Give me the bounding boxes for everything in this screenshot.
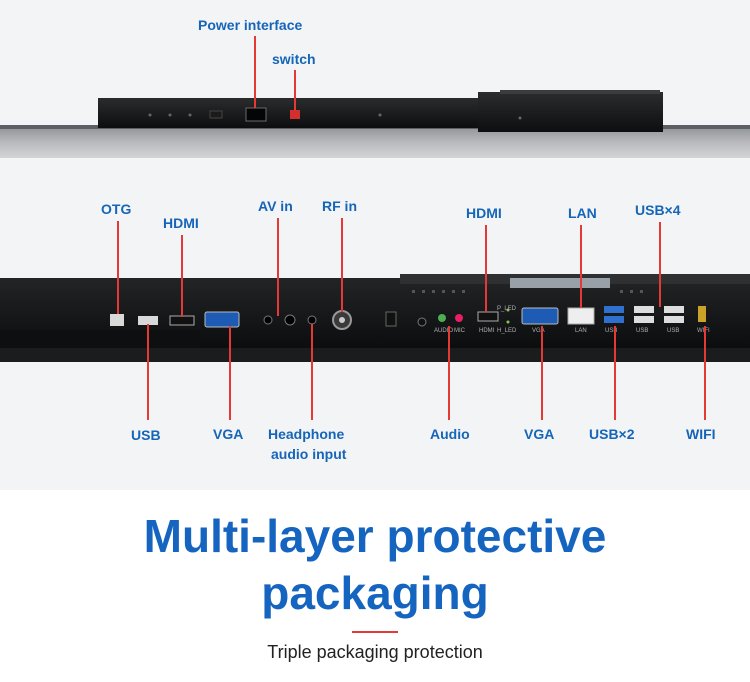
- label-av-in: AV in: [258, 198, 293, 214]
- silk-audio: AUDIO: [434, 328, 453, 334]
- label-usb-x2: USB×2: [589, 426, 635, 442]
- silk-mic: MIC: [454, 328, 466, 334]
- label-hdmi-right: HDMI: [466, 205, 502, 221]
- silk-wifi: WIFI: [697, 328, 710, 334]
- callout-usb-x4: [659, 222, 661, 307]
- silk-h-led: H_LED: [497, 328, 517, 334]
- callout-audio: [448, 326, 450, 420]
- device-rear-panel-photo: AUDIO MIC HDMI P_LED H_LED VGA LAN USB U…: [0, 274, 750, 362]
- callout-switch: [294, 70, 296, 110]
- callout-hdmi-left: [181, 235, 183, 317]
- callout-headphone: [311, 324, 313, 420]
- callout-power-interface: [254, 36, 256, 108]
- label-rf-in: RF in: [322, 198, 357, 214]
- headline-line-1: Multi-layer protective: [143, 510, 607, 562]
- label-vga-right: VGA: [524, 426, 555, 442]
- subline: Triple packaging protection: [267, 642, 483, 662]
- label-hdmi-left: HDMI: [163, 215, 199, 231]
- label-headphone-line1: Headphone: [268, 426, 345, 442]
- headline-line-2: packaging: [261, 567, 489, 619]
- silk-usb-2: USB: [636, 328, 648, 334]
- callout-usb: [147, 324, 149, 420]
- silk-lan: LAN: [575, 328, 587, 334]
- silk-usb-3: USB: [667, 328, 679, 334]
- callout-rf-in: [341, 218, 343, 312]
- callout-vga-left: [229, 326, 231, 420]
- callout-vga-right: [541, 326, 543, 420]
- callout-usb-x2: [614, 326, 616, 420]
- label-power-interface: Power interface: [198, 17, 303, 33]
- callout-wifi: [704, 326, 706, 420]
- label-otg: OTG: [101, 201, 132, 217]
- callout-hdmi-right: [485, 225, 487, 312]
- label-usb-x4: USB×4: [635, 202, 681, 218]
- device-top-edge-photo: [0, 90, 750, 158]
- silk-usb-1: USB: [605, 328, 617, 334]
- silk-hdmi: HDMI: [479, 328, 495, 334]
- label-switch: switch: [272, 51, 316, 67]
- label-audio: Audio: [430, 426, 470, 442]
- label-vga-left: VGA: [213, 426, 244, 442]
- label-headphone-line2: audio input: [271, 446, 347, 462]
- packaging-section: Multi-layer protective packaging Triple …: [0, 490, 750, 682]
- label-wifi: WIFI: [686, 426, 716, 442]
- headline: Multi-layer protective packaging: [0, 508, 750, 622]
- callout-av-in: [277, 218, 279, 316]
- silk-vga: VGA: [532, 328, 545, 334]
- product-photo-area: AUDIO MIC HDMI P_LED H_LED VGA LAN USB U…: [0, 0, 750, 490]
- callout-lan: [580, 225, 582, 308]
- silk-p-led: P_LED: [497, 306, 517, 312]
- divider: [352, 631, 398, 633]
- label-usb: USB: [131, 427, 161, 443]
- callout-otg: [117, 221, 119, 314]
- label-lan: LAN: [568, 205, 597, 221]
